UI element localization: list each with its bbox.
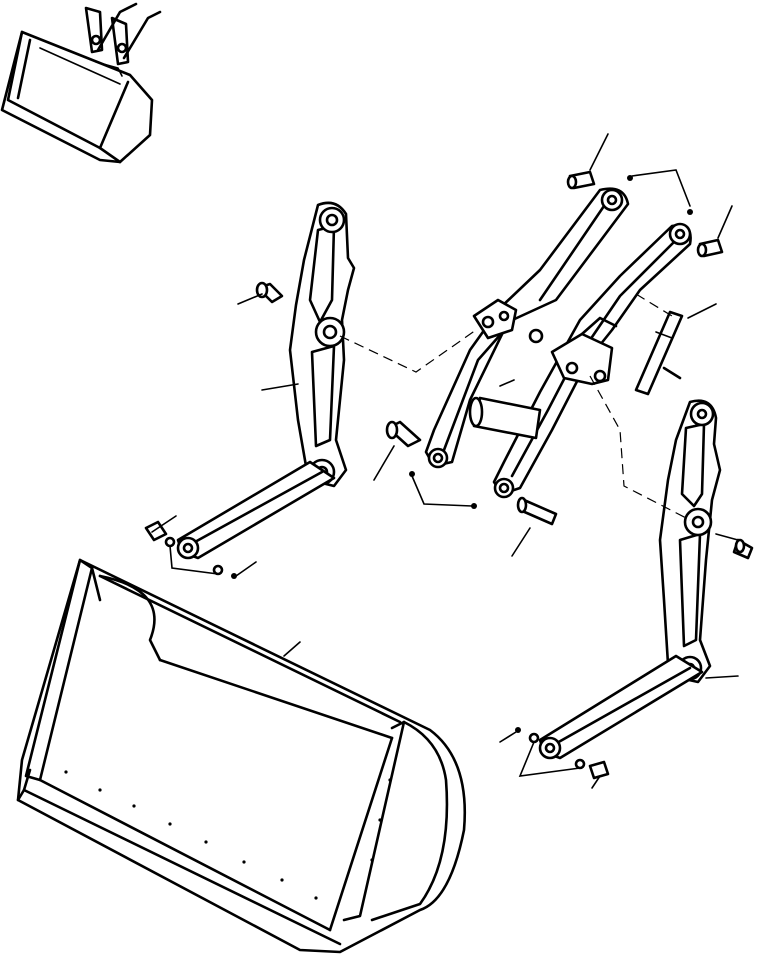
pin-left-lower xyxy=(144,515,257,579)
pin-top-left xyxy=(566,133,693,215)
pin-right-side xyxy=(715,533,754,560)
assembly-lines xyxy=(339,293,691,521)
leader-left-bellcrank xyxy=(261,383,299,391)
pin-left-upper xyxy=(237,281,284,305)
right-link-arm xyxy=(538,654,704,760)
shaft-right xyxy=(634,303,717,396)
loader-frame xyxy=(424,187,692,499)
inset-bucket-view xyxy=(0,2,162,164)
right-bucket-link xyxy=(658,399,722,684)
pin-top-right xyxy=(696,205,733,258)
pin-center-right xyxy=(511,496,558,557)
bucket xyxy=(16,558,467,954)
leader-right-arm xyxy=(705,675,739,679)
pin-right-lower xyxy=(499,727,610,789)
left-bucket-link xyxy=(288,201,356,488)
pin-center-left xyxy=(373,420,477,509)
left-link-arm xyxy=(176,460,336,560)
